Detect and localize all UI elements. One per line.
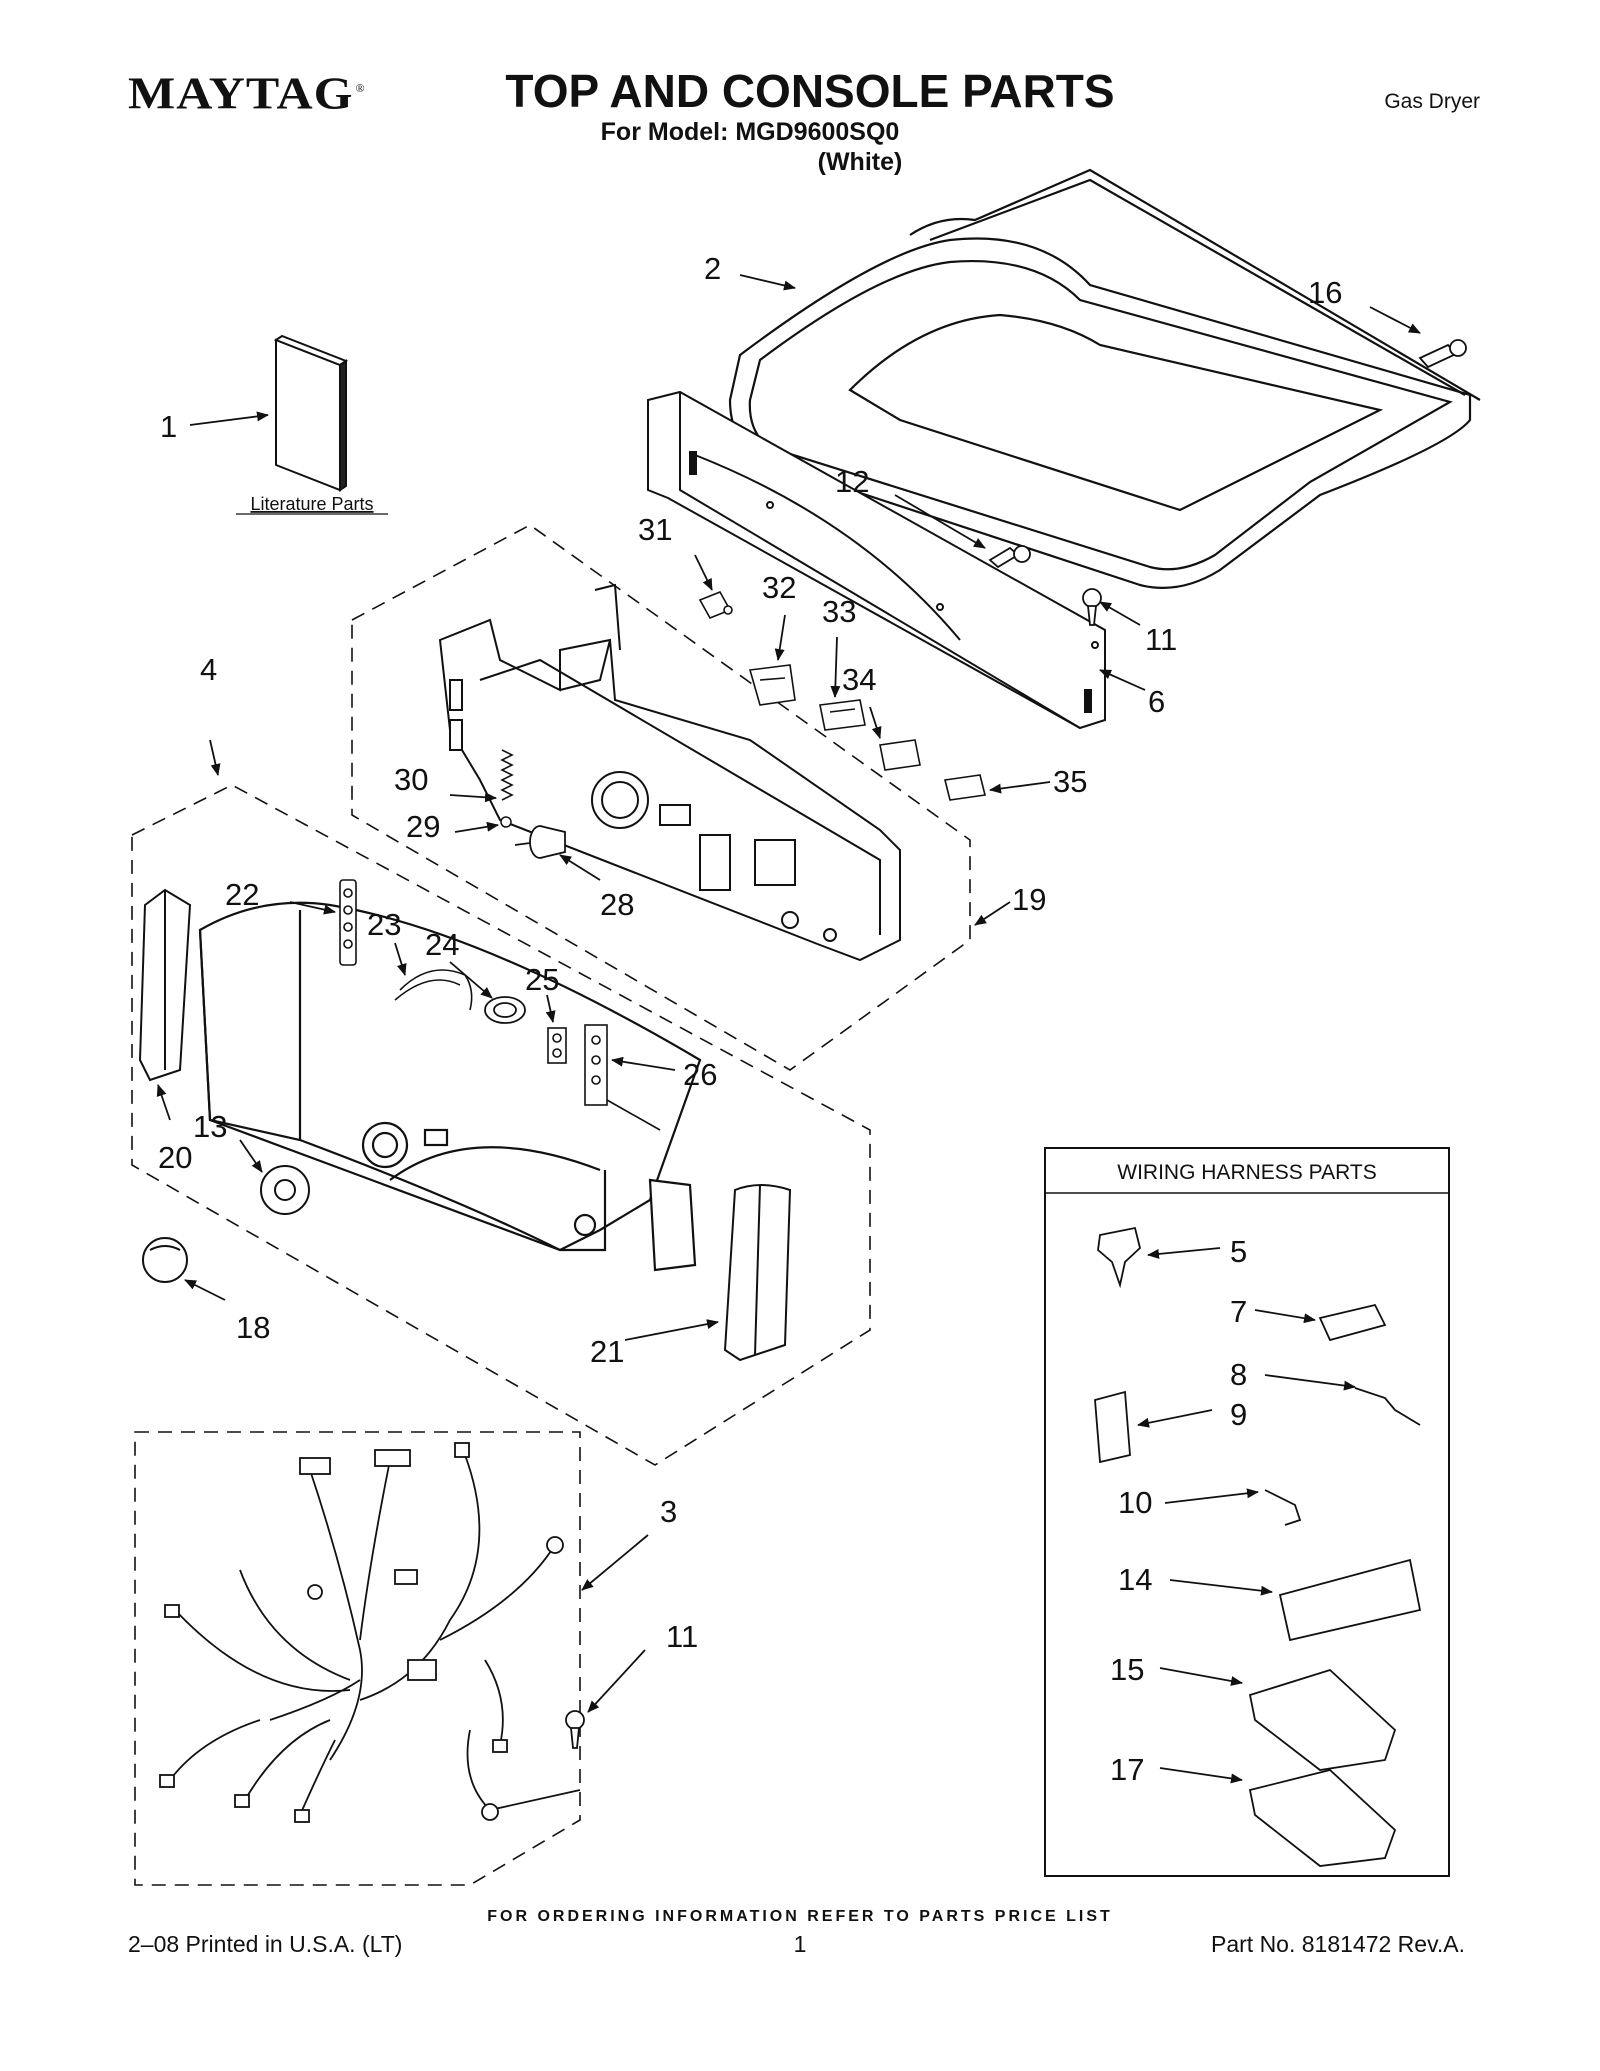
harness-group-outline [134,1431,581,1886]
callout-26: 26 [683,1057,717,1092]
switch-part-28 [514,825,566,859]
callout-31: 31 [638,512,672,547]
wiring-harness [159,1442,581,1823]
callout-2: 2 [704,251,721,286]
side-cap-part-20 [138,888,192,1082]
housing-part-9 [1094,1390,1131,1464]
connector-part-32 [748,664,796,706]
console-panel [198,901,702,1272]
console-group-outline [131,784,871,1466]
connector-part-14 [1278,1558,1422,1642]
callout-16: 16 [1308,275,1342,310]
knob-part-13 [260,1165,310,1215]
dashed-group-outlines [131,524,971,1886]
end-cap-part-21 [723,1184,792,1362]
callout-28: 28 [600,887,634,922]
callout-19: 19 [1012,882,1046,917]
terminal-part-8 [1354,1387,1421,1426]
screw-part-12 [988,545,1031,569]
callout-4: 4 [200,652,217,687]
callout-34: 34 [842,662,876,697]
page-title: TOP AND CONSOLE PARTS [505,65,1115,117]
callout-10: 10 [1118,1485,1152,1520]
button-part-26 [584,1024,661,1131]
terminal-part-10 [1264,1489,1302,1526]
callout-13: 13 [193,1109,227,1144]
part-number: Part No. 8181472 Rev.A. [1211,1931,1465,1957]
registered-mark: ® [355,81,366,95]
literature-parts-label: Literature Parts [250,494,373,514]
console-bracket [647,390,1106,730]
connector-part-35 [944,774,986,801]
color-line: (White) [817,148,903,176]
callout-5: 5 [1230,1234,1247,1269]
callout-12: 12 [835,464,869,499]
control-assembly [438,583,901,962]
callout-11-bottom: 11 [666,1619,698,1654]
callout-35: 35 [1053,764,1087,799]
spring-part-30 [500,749,514,801]
brand-name: MAYTAG [128,66,354,119]
screw-part-11-top [1082,588,1102,626]
ball-part-29 [500,816,512,828]
screw-part-11-bottom [565,1710,585,1749]
callout-1: 1 [160,409,177,444]
product-type: Gas Dryer [1384,90,1480,113]
callout-29: 29 [406,809,440,844]
connector-part-15 [1248,1668,1397,1771]
callout-11-top: 11 [1145,622,1177,657]
callout-18: 18 [236,1310,270,1345]
ordering-note: FOR ORDERING INFORMATION REFER TO PARTS … [487,1908,1113,1925]
callout-leaders [156,274,1421,1784]
print-info: 2–08 Printed in U.S.A. (LT) [128,1931,403,1957]
model-line: For Model: MGD9600SQ0 [600,118,900,146]
dryer-top-panel [728,168,1481,589]
control-group-outline [351,524,971,1071]
clip-part-5 [1097,1226,1142,1289]
callout-20: 20 [158,1140,192,1175]
housing-part-7 [1318,1303,1387,1342]
callout-32: 32 [762,570,796,605]
callout-23: 23 [367,907,401,942]
button-part-25 [547,1027,567,1064]
knob-part-18 [142,1237,188,1283]
callout-22: 22 [225,877,259,912]
page-number: 1 [793,1931,807,1957]
relay-part-31 [698,590,733,620]
connector-part-33 [819,699,866,731]
screw-part-16 [1418,339,1467,369]
callout-15: 15 [1110,1652,1144,1687]
callout-labels: 1 2 16 12 11 6 31 32 33 34 35 30 29 28 1… [158,251,1342,1787]
callout-7: 7 [1230,1294,1247,1329]
connector-part-34 [879,739,921,771]
callout-17: 17 [1110,1752,1144,1787]
callout-24: 24 [425,927,459,962]
connector-part-17 [1248,1769,1397,1867]
callout-30: 30 [394,762,428,797]
callout-25: 25 [525,962,559,997]
callout-3: 3 [660,1494,677,1529]
callout-8: 8 [1230,1357,1247,1392]
light-pipe-part-22 [339,879,357,966]
brand-logo: MAYTAG® [128,66,366,119]
callout-21: 21 [590,1334,624,1369]
callout-14: 14 [1118,1562,1152,1597]
literature-booklet [273,334,349,492]
callout-9: 9 [1230,1397,1247,1432]
harness-part-icons [1094,1226,1422,1867]
lens-part-24 [484,996,526,1024]
callout-6: 6 [1148,684,1165,719]
callout-33: 33 [822,594,856,629]
harness-box-title: WIRING HARNESS PARTS [1117,1161,1376,1184]
